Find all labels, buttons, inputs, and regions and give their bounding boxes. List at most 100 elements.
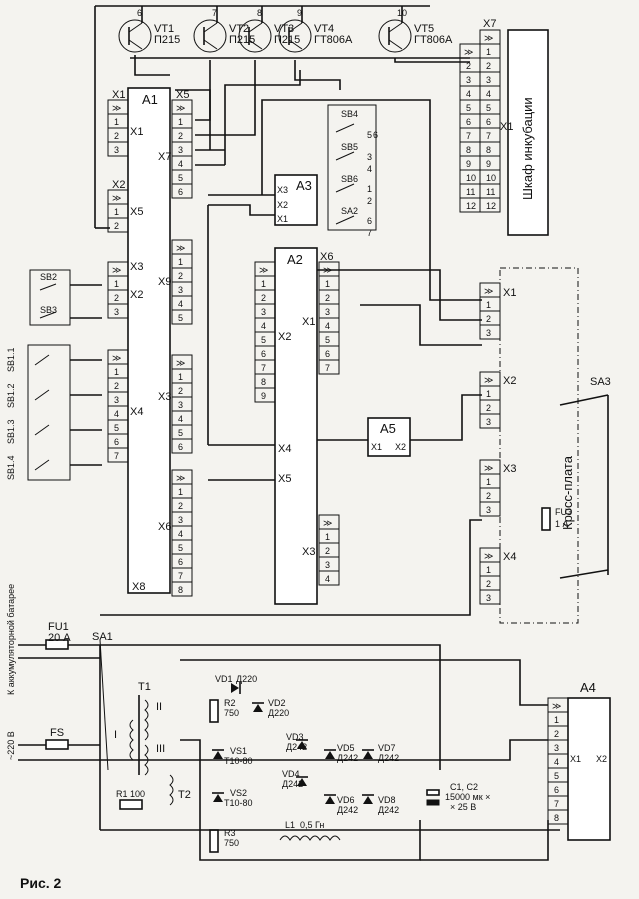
vd7-type: Д242: [378, 753, 399, 763]
connector-pin: 4: [178, 159, 183, 169]
connector-arrow: ≫: [552, 701, 561, 711]
a1-connector-label: X5: [130, 206, 143, 218]
connector-pin: 3: [114, 395, 119, 405]
connector-pin: 1: [486, 389, 491, 399]
connector-pin: 2: [178, 271, 183, 281]
connector-pin: 5: [178, 313, 183, 323]
vd8-type: Д242: [378, 805, 399, 815]
switch-group-left: SB2 SB3 SB1.1 SB1.2 SB1.3 SB1.4: [6, 269, 102, 481]
connector-arrow: ≫: [176, 358, 185, 368]
connector-arrow: ≫: [464, 47, 473, 57]
a1-connector-label: X6: [158, 521, 171, 533]
connector-pin: 4: [178, 529, 183, 539]
connector-arrow: ≫: [176, 243, 185, 253]
connector-pin: 6: [178, 442, 183, 452]
a1-x8: X8: [132, 581, 145, 593]
connector-pin: 7: [466, 131, 471, 141]
vd1-ref: VD1: [215, 674, 233, 684]
winding-i: I: [114, 729, 117, 741]
a2-ref: A2: [287, 252, 303, 267]
transistor-ref: VT2: [229, 23, 249, 35]
transistor-pin: 7: [212, 8, 217, 18]
connector-pin: 1: [178, 487, 183, 497]
connector-pin: 2: [178, 501, 183, 511]
sb4-label: SB4: [341, 109, 358, 119]
connector-pin: 1: [554, 715, 559, 725]
connector-pin: 2: [486, 314, 491, 324]
connector-pin: 3: [486, 328, 491, 338]
sb4-pin-5: 5: [367, 130, 372, 140]
vs2-thyristor: [212, 792, 224, 802]
sb2-label: SB2: [40, 272, 57, 282]
connector-arrow: ≫: [112, 265, 121, 275]
t1-label: T1: [138, 681, 151, 693]
vd4-type: Д242: [282, 779, 303, 789]
vd4-diode: [296, 776, 308, 786]
vs2-ref: VS2: [230, 788, 247, 798]
connector-pin: 12: [466, 201, 476, 211]
connector-pin: 1: [178, 117, 183, 127]
switch-group-top: SB4 SB5 SB6 SA2 5 6 3 4 1 2 6 7: [261, 99, 482, 301]
connector-pin: 2: [178, 386, 183, 396]
sa2-label: SA2: [341, 206, 358, 216]
cross-board-label: Кросс-плата: [560, 455, 575, 530]
a2-connector-label: X2: [278, 331, 291, 343]
connector-pin: 5: [261, 335, 266, 345]
connector-pin: 1: [486, 47, 491, 57]
transistor-type: ГТ806А: [414, 34, 453, 46]
connector-pin: 11: [486, 187, 495, 197]
vd2-diode: [252, 702, 264, 712]
sa2-pin-7: 7: [367, 228, 372, 238]
connector-pin: 8: [486, 145, 491, 155]
sb3-label: SB3: [40, 305, 57, 315]
a5-x2: X2: [395, 442, 406, 452]
connector-arrow: ≫: [484, 375, 493, 385]
connector-arrow: ≫: [484, 33, 493, 43]
vs1-thyristor: [212, 749, 224, 759]
connector-pin: 2: [486, 491, 491, 501]
block-a1: A1 X8: [127, 87, 171, 594]
fs-label: FS: [50, 727, 64, 739]
a5-x1: X1: [371, 442, 382, 452]
sb1-2-label: SB1.2: [6, 383, 16, 408]
connector-pin: 5: [114, 423, 119, 433]
connector-pin: 8: [178, 585, 183, 595]
connector-pin: 3: [325, 307, 330, 317]
connector-pin: 1: [325, 279, 330, 289]
vd2-type: Д220: [268, 708, 289, 718]
a1-connector-label: X3: [130, 261, 143, 273]
r3-ref: R3: [224, 828, 236, 838]
transistor-pin: 6: [137, 8, 142, 18]
a2-connector-label: X1: [302, 316, 315, 328]
vs1-ref: VS1: [230, 746, 247, 756]
connector-label: X4: [503, 551, 516, 563]
connector-pin: 3: [261, 307, 266, 317]
vd6-type: Д242: [337, 805, 358, 815]
a3-x2: X2: [277, 200, 288, 210]
cabinet-block: Шкаф инкубации X7 X1: [483, 18, 549, 236]
connector-label: X2: [112, 179, 125, 191]
a1-connector-label: X1: [130, 126, 143, 138]
a1-connector-label: X4: [130, 406, 143, 418]
connector-arrow: ≫: [484, 286, 493, 296]
connector-arrow: ≫: [176, 103, 185, 113]
connector-arrow: ≫: [259, 265, 268, 275]
connector-pin: 2: [486, 403, 491, 413]
connector-pin: 4: [325, 321, 330, 331]
a1-connector-label: X2: [130, 289, 143, 301]
connector-label: X3: [503, 463, 516, 475]
vd7-ref: VD7: [378, 743, 396, 753]
connector-pin: 8: [466, 145, 471, 155]
r2-ref: R2: [224, 698, 236, 708]
l1-ref: L1: [285, 820, 295, 830]
connector-arrow: ≫: [176, 473, 185, 483]
